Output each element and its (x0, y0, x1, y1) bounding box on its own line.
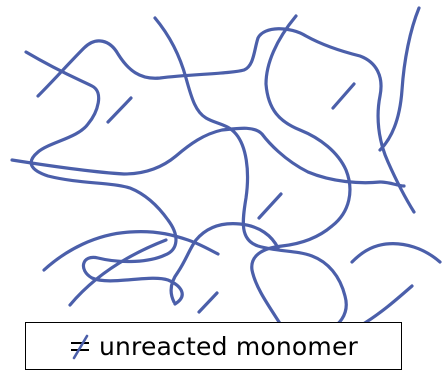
legend-label: unreacted monomer (98, 331, 359, 361)
polymer-chain (68, 238, 168, 307)
unreacted-monomer-symbol-icon (70, 334, 89, 360)
polymer-chain (169, 222, 280, 304)
polymer-chain (358, 284, 414, 328)
polymer-chain (153, 16, 348, 338)
polymer-chain (250, 14, 352, 338)
unreacted-monomer (257, 192, 283, 220)
polymer-chain (42, 230, 220, 272)
unreacted-monomer (331, 82, 356, 110)
unreacted-monomer (197, 291, 219, 314)
unreacted-monomer (106, 96, 133, 124)
polymer-chain (36, 27, 416, 214)
polymer-chain (10, 126, 406, 188)
polymer-chain (350, 242, 442, 264)
polymer-chain (378, 6, 421, 152)
legend-box: unreacted monomer (25, 322, 402, 370)
